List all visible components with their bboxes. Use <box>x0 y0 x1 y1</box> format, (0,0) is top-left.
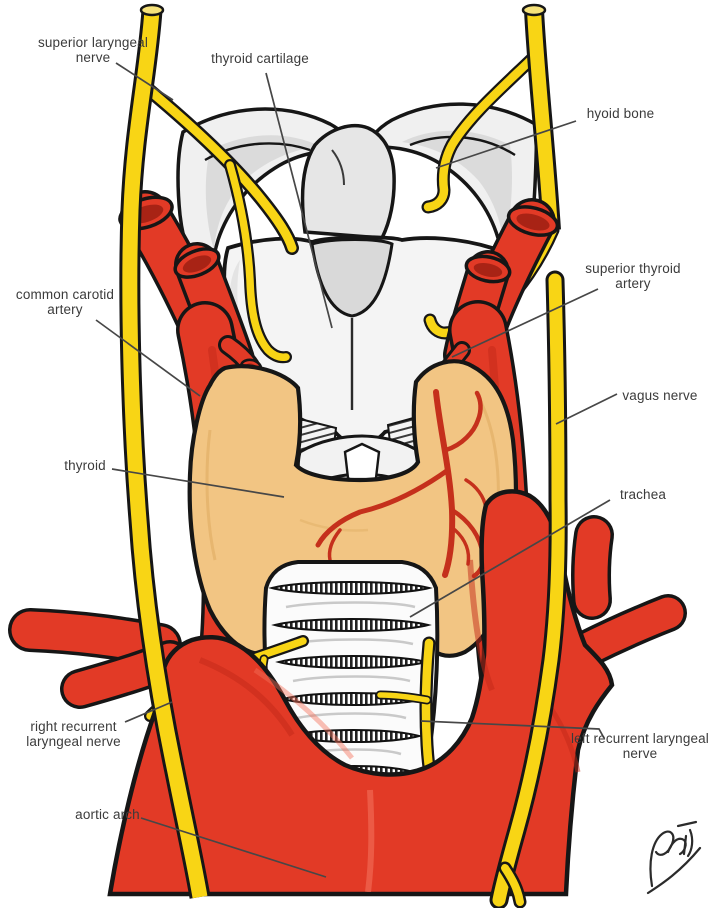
aortic-arch-shape <box>107 489 615 897</box>
epiglottis-shape <box>300 123 396 240</box>
label-thyroid-cartilage: thyroid cartilage <box>211 51 309 66</box>
vagus-nerve-right-upper-shape <box>524 9 561 231</box>
nerve-cut-end-right <box>521 3 547 17</box>
label-superior-laryngeal-nerve: superior laryngeal nerve <box>37 35 148 66</box>
label-common-carotid-artery: common carotid artery <box>15 287 115 318</box>
vagus-nerve-right-lower-shape <box>489 270 568 908</box>
artist-signature <box>646 820 702 895</box>
vagus-nerve-left-shape <box>119 9 211 899</box>
label-vagus-nerve: vagus nerve <box>622 388 698 403</box>
label-trachea: trachea <box>619 487 667 502</box>
label-hyoid-bone: hyoid bone <box>586 106 655 121</box>
label-superior-thyroid-artery: superior thyroid artery <box>585 261 681 292</box>
label-left-recurrent-laryngeal-nerve: left recurrent laryngeal nerve <box>571 731 709 762</box>
leader-lines <box>95 62 618 878</box>
artery-cut-ends-right <box>464 205 560 284</box>
nerve-cut-end-left <box>139 3 165 17</box>
trachea-ring-bands <box>268 581 433 779</box>
label-aortic-arch: aortic arch <box>75 807 140 822</box>
label-right-recurrent-laryngeal-nerve: right recurrent laryngeal nerve <box>26 719 121 750</box>
label-thyroid: thyroid <box>64 458 106 473</box>
